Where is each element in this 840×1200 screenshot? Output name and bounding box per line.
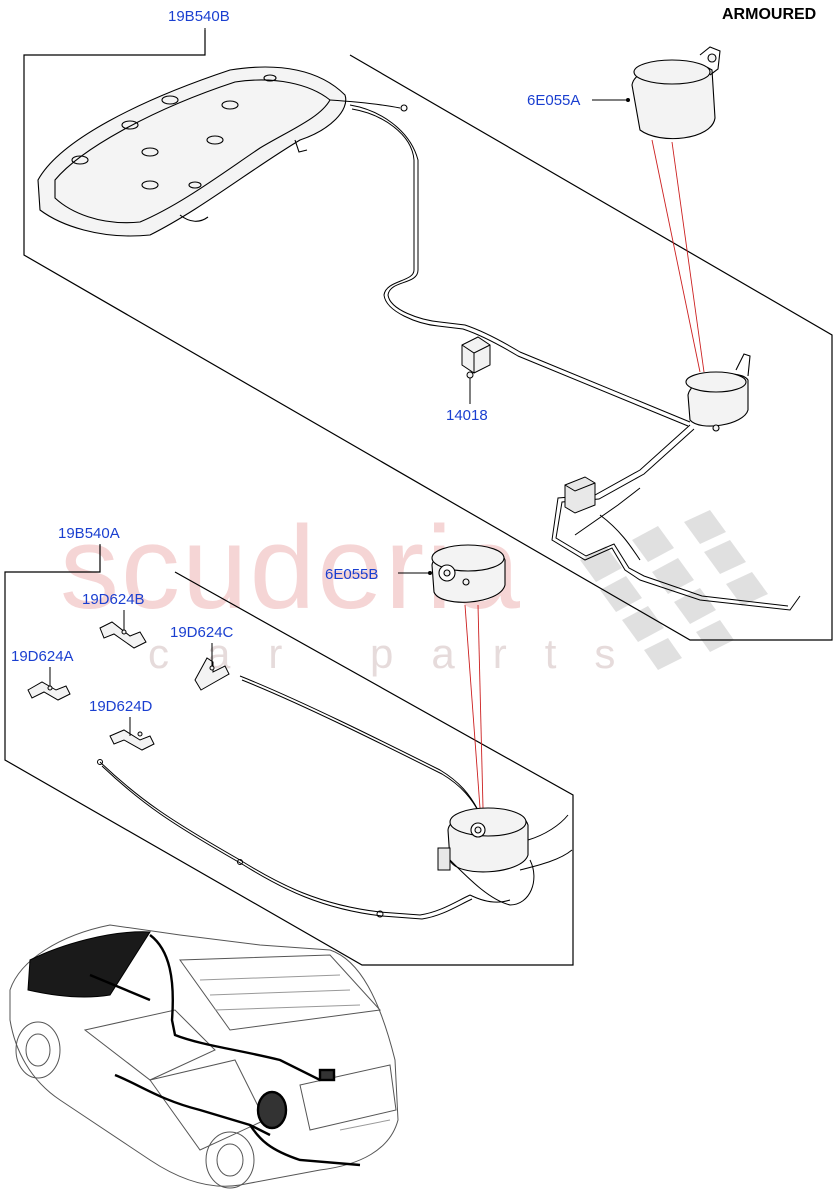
module-6E055B-detail: [431, 544, 506, 603]
vehicle-illustration: [9, 924, 399, 1189]
lower-harness-wire: [97, 675, 481, 920]
module-6E055A-installed: [685, 353, 751, 432]
lower-module-wiring: [449, 814, 573, 906]
callout-14018[interactable]: 14018: [446, 407, 488, 424]
callout-19B540B[interactable]: 19B540B: [168, 8, 230, 25]
module-6E055B-installed: [447, 807, 529, 873]
module-6E055A-detail: [631, 46, 721, 140]
callout-19D624A[interactable]: 19D624A: [11, 648, 74, 665]
upper-harness-wire: [349, 104, 691, 427]
bracket-19D624C: [194, 657, 230, 691]
callout-19B540A[interactable]: 19B540A: [58, 525, 120, 542]
vehicle-rear-screen-highlight: [27, 931, 151, 998]
leader-lines-red: [464, 139, 705, 809]
callout-6E055A[interactable]: 6E055A: [527, 92, 581, 109]
vehicle-harness-highlight: [89, 934, 361, 1167]
kit-outline-upper: [23, 30, 833, 641]
variant-title: ARMOURED: [722, 6, 817, 23]
callout-6E055B[interactable]: 6E055B: [325, 566, 379, 583]
bracket-19D624D: [109, 729, 155, 751]
callout-19D624B[interactable]: 19D624B: [82, 591, 145, 608]
callout-19D624C[interactable]: 19D624C: [170, 624, 234, 641]
bracket-19D624A: [27, 681, 71, 701]
checkered-flag-watermark: [580, 510, 768, 670]
callout-19D624D[interactable]: 19D624D: [89, 698, 153, 715]
bracket-19D624B: [99, 621, 147, 649]
connector-block-lower: [437, 847, 451, 871]
relay-14018: [461, 336, 491, 379]
heated-screen-panel: [37, 66, 408, 237]
kit-outline-lower: [4, 545, 574, 966]
connector-block-upper: [564, 476, 596, 514]
lower-right-harness: [551, 424, 801, 611]
